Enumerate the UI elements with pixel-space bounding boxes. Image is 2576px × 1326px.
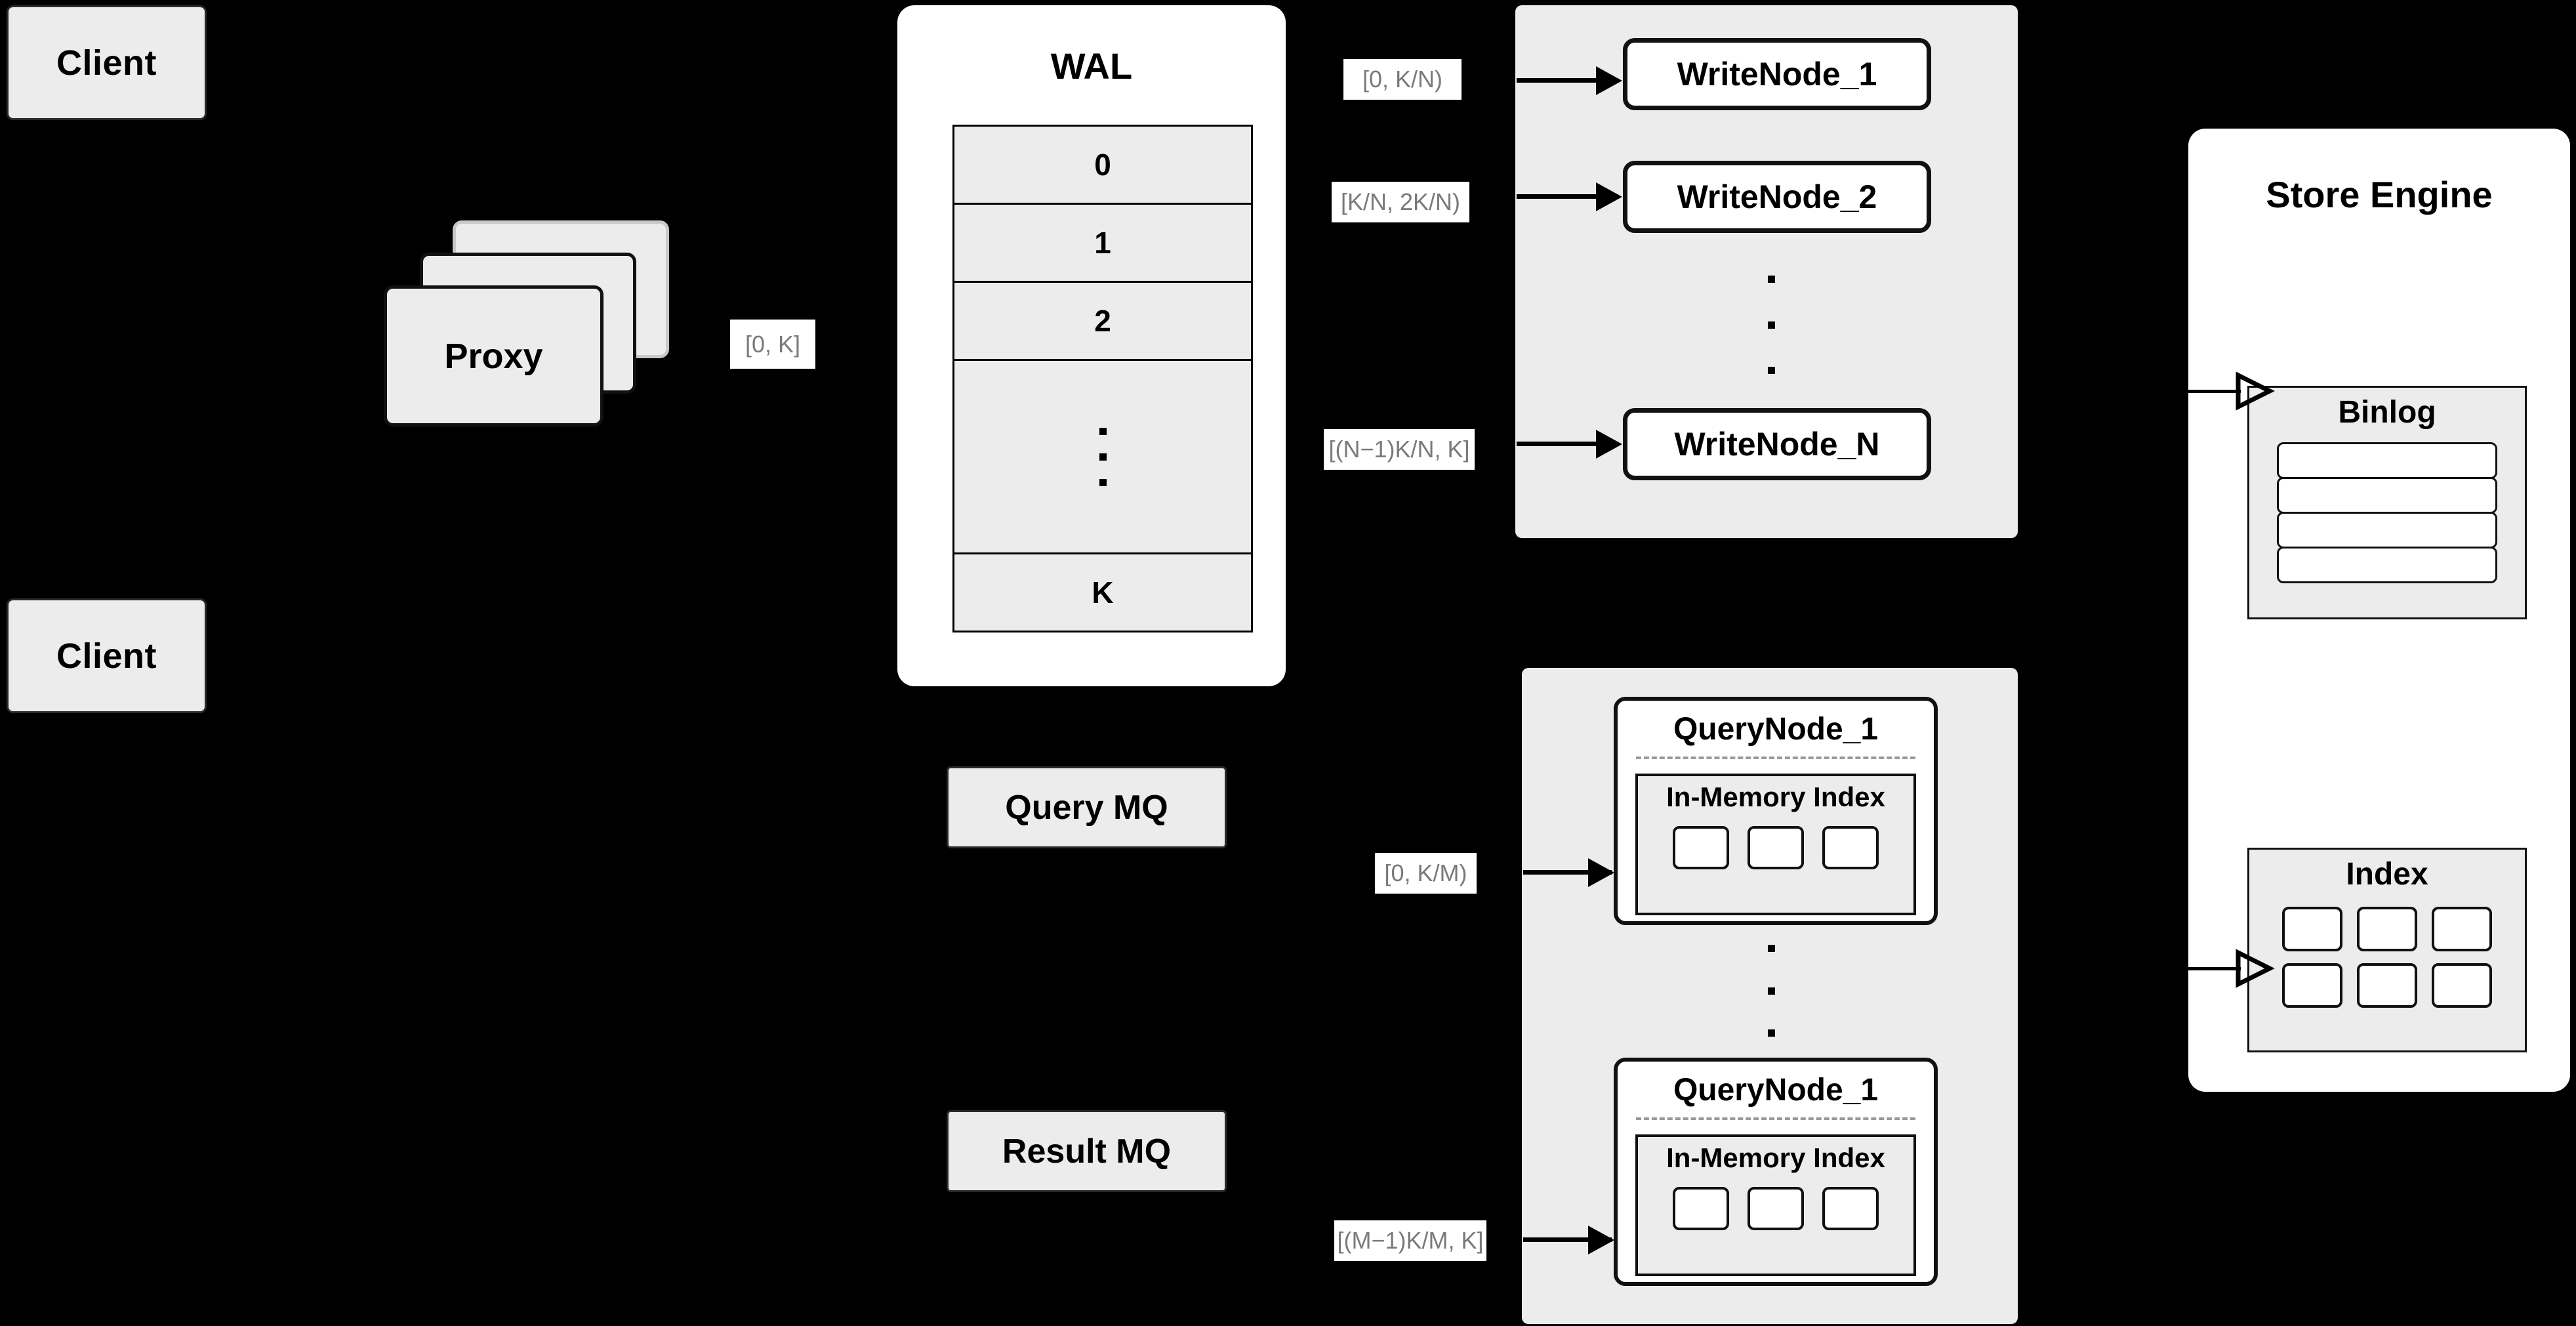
- binlog-box[interactable]: Binlog: [2247, 386, 2527, 619]
- index-cell[interactable]: [2282, 907, 2342, 951]
- ellipsis-dot-icon: [1099, 453, 1107, 461]
- arrow-line-binlog: [2188, 390, 2241, 393]
- in-memory-index-box[interactable]: In-Memory Index: [1635, 1134, 1916, 1276]
- ellipsis-dot-icon: [1767, 276, 1775, 283]
- ellipsis-dot-icon: [1099, 427, 1107, 435]
- write-cluster-ellipsis: [1765, 276, 1778, 374]
- index-segment-chip[interactable]: [1673, 1187, 1729, 1230]
- store-engine-title: Store Engine: [2266, 174, 2493, 215]
- arrow-line-write-n: [1517, 442, 1618, 446]
- wal-table: 0 1 2 K: [952, 125, 1253, 632]
- index-segment-chip[interactable]: [1822, 826, 1879, 869]
- query-node-m-range-label: [(M−1)K/M, K]: [1334, 1220, 1486, 1261]
- client-label: Client: [56, 636, 157, 676]
- arrow-line-query-1: [1523, 870, 1612, 875]
- client-label: Client: [56, 43, 157, 83]
- index-segment-chip[interactable]: [1822, 1187, 1879, 1230]
- write-node-n-range-label: [(N−1)K/N, K]: [1324, 429, 1475, 470]
- arrow-line-write-1: [1517, 78, 1618, 83]
- query-node-separator: [1636, 756, 1915, 759]
- query-node-1[interactable]: QueryNode_1 In-Memory Index: [1614, 697, 1938, 925]
- wal-row[interactable]: 2: [954, 283, 1251, 361]
- arrow-line-write-2: [1517, 194, 1618, 199]
- proxy-output-range-label: [0, K]: [730, 320, 815, 369]
- query-mq-label: Query MQ: [1005, 788, 1168, 827]
- query-cluster-ellipsis: [1765, 945, 1778, 1037]
- proxy-card-front[interactable]: Proxy: [384, 285, 603, 426]
- index-box[interactable]: Index: [2247, 848, 2527, 1052]
- arrow-line-query-m: [1523, 1237, 1612, 1242]
- index-segment-chip[interactable]: [1748, 826, 1804, 869]
- binlog-row[interactable]: [2277, 547, 2497, 583]
- write-node-label: WriteNode_N: [1674, 426, 1880, 463]
- ellipsis-dot-icon: [1099, 478, 1107, 486]
- binlog-title: Binlog: [2338, 395, 2436, 430]
- ellipsis-dot-icon: [1767, 321, 1775, 329]
- ellipsis-dot-icon: [1767, 945, 1775, 952]
- index-cell[interactable]: [2432, 963, 2492, 1008]
- arrow-head-open-binlog: [2236, 371, 2275, 411]
- in-memory-index-box[interactable]: In-Memory Index: [1635, 774, 1916, 915]
- wal-row-ellipsis: [954, 361, 1251, 554]
- binlog-row[interactable]: [2277, 477, 2497, 514]
- index-cell[interactable]: [2432, 907, 2492, 951]
- query-node-title: QueryNode_1: [1673, 1073, 1879, 1108]
- result-mq-box[interactable]: Result MQ: [947, 1110, 1227, 1192]
- client-box-1[interactable]: Client: [7, 5, 207, 120]
- ellipsis-dot-icon: [1767, 367, 1775, 374]
- index-cell[interactable]: [2357, 907, 2417, 951]
- result-mq-label: Result MQ: [1002, 1132, 1172, 1171]
- write-node-label: WriteNode_1: [1677, 56, 1877, 93]
- in-memory-index-title: In-Memory Index: [1666, 1142, 1885, 1173]
- binlog-row-list: [2249, 442, 2525, 583]
- query-mq-box[interactable]: Query MQ: [947, 766, 1227, 848]
- write-node-1-range-label: [0, K/N): [1343, 59, 1462, 100]
- index-title: Index: [2346, 857, 2428, 892]
- query-node-1-range-label: [0, K/M): [1375, 853, 1477, 894]
- arrow-line-index: [2188, 967, 2241, 970]
- ellipsis-dot-icon: [1767, 987, 1775, 995]
- index-segment-row: [1673, 1187, 1879, 1230]
- proxy-stack[interactable]: Proxy: [380, 210, 689, 440]
- client-box-2[interactable]: Client: [7, 598, 207, 713]
- arrow-head-write-n: [1596, 430, 1622, 459]
- arrow-head-write-2: [1596, 182, 1622, 211]
- index-cell[interactable]: [2357, 963, 2417, 1008]
- wal-title: WAL: [1050, 45, 1133, 87]
- query-node-separator: [1636, 1117, 1915, 1120]
- in-memory-index-title: In-Memory Index: [1666, 781, 1885, 812]
- arrow-head-open-index: [2236, 949, 2275, 988]
- arrow-head-write-1: [1596, 66, 1622, 95]
- write-node-2[interactable]: WriteNode_2: [1623, 161, 1931, 233]
- query-node-title: QueryNode_1: [1673, 712, 1879, 747]
- write-node-2-range-label: [K/N, 2K/N): [1332, 182, 1469, 222]
- index-cell[interactable]: [2282, 963, 2342, 1008]
- wal-panel: WAL 0 1 2 K: [897, 5, 1286, 686]
- index-segment-chip[interactable]: [1673, 826, 1729, 869]
- write-node-label: WriteNode_2: [1677, 178, 1877, 215]
- write-node-n[interactable]: WriteNode_N: [1623, 408, 1931, 480]
- write-node-1[interactable]: WriteNode_1: [1623, 38, 1931, 110]
- wal-row-last[interactable]: K: [1092, 575, 1114, 610]
- arrow-head-query-m: [1588, 1226, 1614, 1254]
- proxy-label: Proxy: [444, 336, 543, 376]
- wal-row[interactable]: 1: [954, 205, 1251, 283]
- query-node-m[interactable]: QueryNode_1 In-Memory Index: [1614, 1058, 1938, 1286]
- binlog-row[interactable]: [2277, 512, 2497, 549]
- binlog-row[interactable]: [2277, 442, 2497, 479]
- arrow-head-query-1: [1588, 858, 1614, 887]
- index-segment-chip[interactable]: [1748, 1187, 1804, 1230]
- index-cell-grid: [2282, 907, 2492, 1008]
- index-segment-row: [1673, 826, 1879, 869]
- wal-row[interactable]: 0: [954, 127, 1251, 205]
- store-engine-panel: Store Engine Binlog Index: [2188, 129, 2570, 1092]
- ellipsis-dot-icon: [1767, 1029, 1775, 1037]
